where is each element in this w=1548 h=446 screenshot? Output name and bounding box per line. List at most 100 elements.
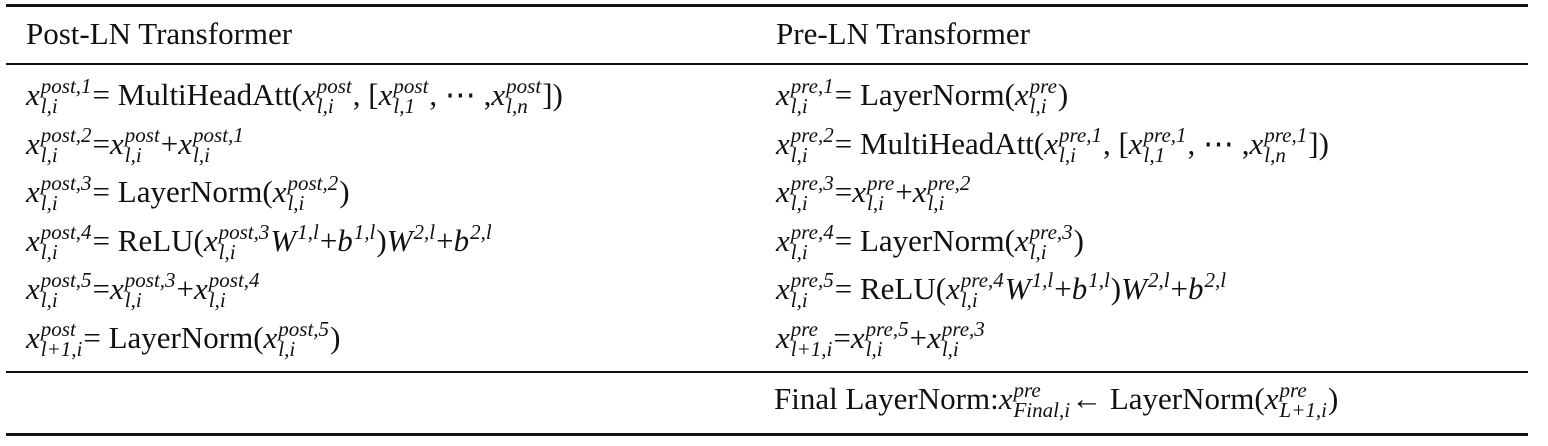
equation-variable: x <box>301 77 316 112</box>
equation-subscript: Final,i <box>1012 398 1070 422</box>
equation-variable: x <box>1014 223 1029 258</box>
equation-superscript: post,4 <box>39 220 92 244</box>
equation-variable: b <box>1072 271 1088 306</box>
equation-text: + <box>177 271 194 306</box>
equation-variable: x <box>1014 77 1029 112</box>
equation-superscript: pre <box>789 317 818 341</box>
equation-text: ← LayerNorm( <box>1071 381 1265 416</box>
equation-text: = LayerNorm( <box>835 77 1015 112</box>
equation-text: = <box>93 271 110 306</box>
equation-variable: x <box>203 223 218 258</box>
equation-variable: x <box>25 271 40 306</box>
equation-text: ) <box>376 223 386 258</box>
equation-superscript: pre,1 <box>1057 123 1102 147</box>
equation-text: , [ <box>1103 126 1129 161</box>
equation-superscript: post <box>123 123 161 147</box>
equation-superscript: 2,l <box>1205 268 1227 292</box>
equation-variable: x <box>272 174 287 209</box>
equation-text: , ⋯ , <box>1188 126 1250 161</box>
equation-subscript: l,i <box>219 240 236 264</box>
equation-subscript: L+1,i <box>1279 398 1328 422</box>
equation-subscript: l,i <box>961 288 978 312</box>
pre-ln-column-header: Pre-LN Transformer <box>776 16 1030 51</box>
equation-subscript: l,i <box>791 240 808 264</box>
equation-variable: W <box>1005 271 1034 306</box>
equation-subscript: l,i <box>866 337 883 361</box>
equation-superscript: post,1 <box>191 123 244 147</box>
equation-subscript: l,i <box>41 143 58 167</box>
header-rule <box>6 63 1528 65</box>
equation-text: ) <box>1074 223 1084 258</box>
table-bottom-rule <box>6 433 1528 436</box>
equation-text: ) <box>330 320 340 355</box>
equation-variable: x <box>998 381 1013 416</box>
equation-variable: x <box>109 271 124 306</box>
equation-subscript: l,i <box>791 288 808 312</box>
equation-superscript: post <box>504 74 542 98</box>
equation-variable: b <box>454 223 470 258</box>
equation-variable: x <box>177 126 192 161</box>
equation-superscript: 1,l <box>297 220 319 244</box>
equation-subscript: l,n <box>506 94 528 118</box>
equation-text: + <box>1054 271 1071 306</box>
equation-subscript: l,i <box>41 240 58 264</box>
equation-text: = <box>93 126 110 161</box>
equation-text: ) <box>1328 381 1338 416</box>
equation-subscript: l,i <box>193 143 210 167</box>
equation-superscript: pre,2 <box>789 123 834 147</box>
equation-superscript: pre <box>1278 378 1307 402</box>
equation-subscript: l,i <box>125 143 142 167</box>
equation-superscript: post,2 <box>39 123 92 147</box>
equation-text: + <box>320 223 337 258</box>
equation-subscript: l,n <box>1264 143 1286 167</box>
equation-text: ) <box>1058 77 1068 112</box>
equation-text: = MultiHeadAtt( <box>93 77 302 112</box>
equation-subscript: l,i <box>41 288 58 312</box>
equation-text: ]) <box>1308 126 1329 161</box>
equation-text: = ReLU( <box>835 271 946 306</box>
equation-variable: x <box>775 271 790 306</box>
equation-text: ]) <box>542 77 563 112</box>
equation-variable: x <box>945 271 960 306</box>
equation-variable: x <box>775 77 790 112</box>
equation-superscript: pre,3 <box>940 317 985 341</box>
equation-variable: x <box>775 126 790 161</box>
equation-subscript: l,i <box>1030 240 1047 264</box>
equation-subscript: l,i <box>927 191 944 215</box>
equation-superscript: post <box>391 74 429 98</box>
equation-text: ) <box>1111 271 1121 306</box>
equation-text: + <box>436 223 453 258</box>
equation-superscript: pre <box>865 171 894 195</box>
equation-text: = ReLU( <box>93 223 204 258</box>
equation-text: = <box>833 320 850 355</box>
equation-text: ) <box>339 174 349 209</box>
equation-superscript: pre,1 <box>789 74 834 98</box>
equation-text: = LayerNorm( <box>835 223 1015 258</box>
equation-superscript: post,5 <box>276 317 329 341</box>
equation-subscript: l,1 <box>1144 143 1166 167</box>
equation-superscript: 1,l <box>354 220 376 244</box>
post-ln-column-header: Post-LN Transformer <box>26 16 293 51</box>
equation-variable: W <box>387 223 416 258</box>
equation-variable: W <box>1121 271 1150 306</box>
equation-variable: x <box>1249 126 1264 161</box>
